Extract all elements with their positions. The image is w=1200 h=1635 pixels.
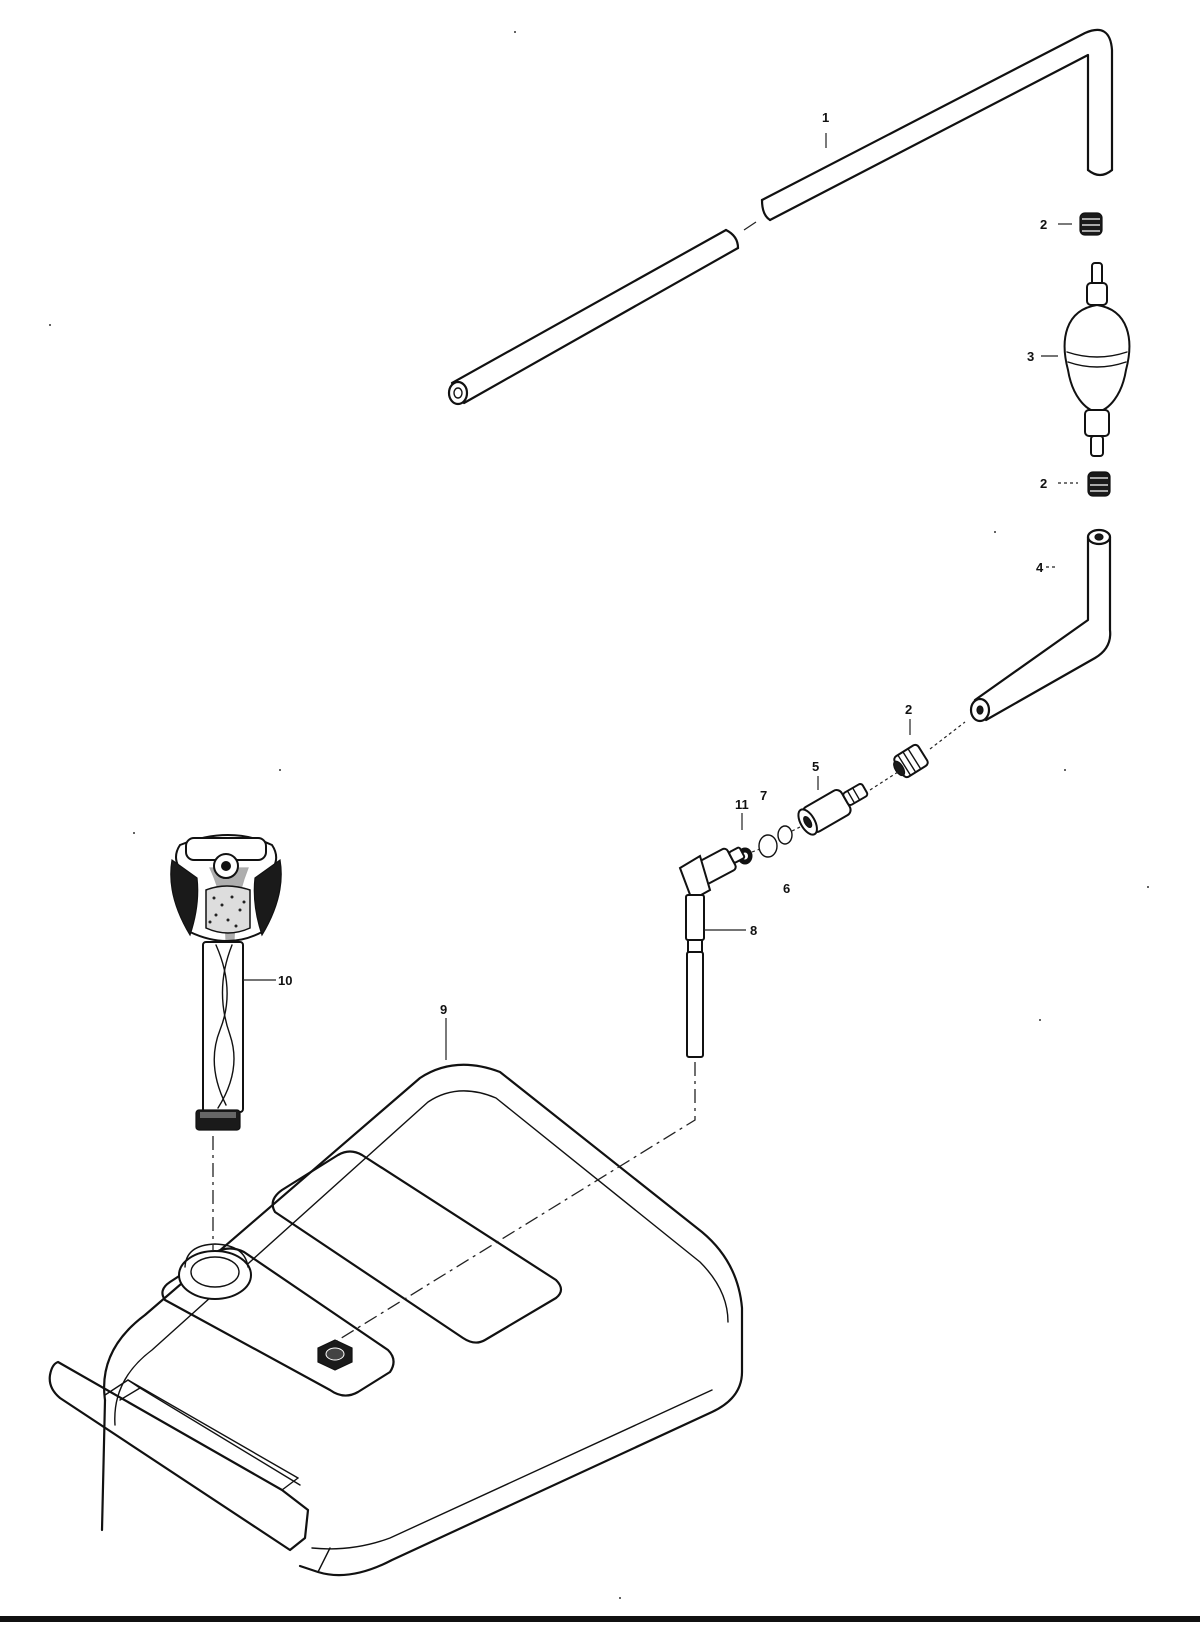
callout-5: 5	[812, 759, 819, 774]
fuel-hose-short	[969, 528, 1112, 723]
scan-specks	[49, 31, 1149, 1599]
callout-9: 9	[440, 1002, 447, 1017]
o-rings-and-washer	[737, 825, 801, 865]
fuel-tank-body	[48, 1063, 744, 1577]
callout-10: 10	[278, 973, 292, 988]
callout-1: 1	[822, 110, 829, 125]
callout-2-middle: 2	[1040, 476, 1047, 491]
fuel-line-connector	[797, 771, 899, 836]
elbow-pickup-tube	[678, 846, 746, 1058]
fuel-gauge-filler-cap	[170, 834, 282, 1131]
callout-7: 7	[760, 788, 767, 803]
callout-11: 11	[735, 797, 749, 812]
callout-6: 6	[783, 881, 790, 896]
hose-clamp-fitting-upper	[1058, 212, 1103, 236]
primer-bulb	[1041, 262, 1131, 457]
assembly-centerlines	[212, 133, 911, 1346]
hose-clamp-fitting-lower	[893, 721, 966, 779]
page-bottom-rule	[0, 1616, 1200, 1622]
fuel-hose-long	[447, 28, 1114, 406]
callout-2-lower: 2	[905, 702, 912, 717]
callout-8: 8	[750, 923, 757, 938]
callout-labels: 1 2 3 2 4 2 5 7 11 6 8 10 9	[278, 110, 1047, 1017]
hose-clamp-fitting-middle	[1058, 471, 1111, 497]
callout-2-upper: 2	[1040, 217, 1047, 232]
callout-4: 4	[1036, 560, 1044, 575]
callout-3: 3	[1027, 349, 1034, 364]
